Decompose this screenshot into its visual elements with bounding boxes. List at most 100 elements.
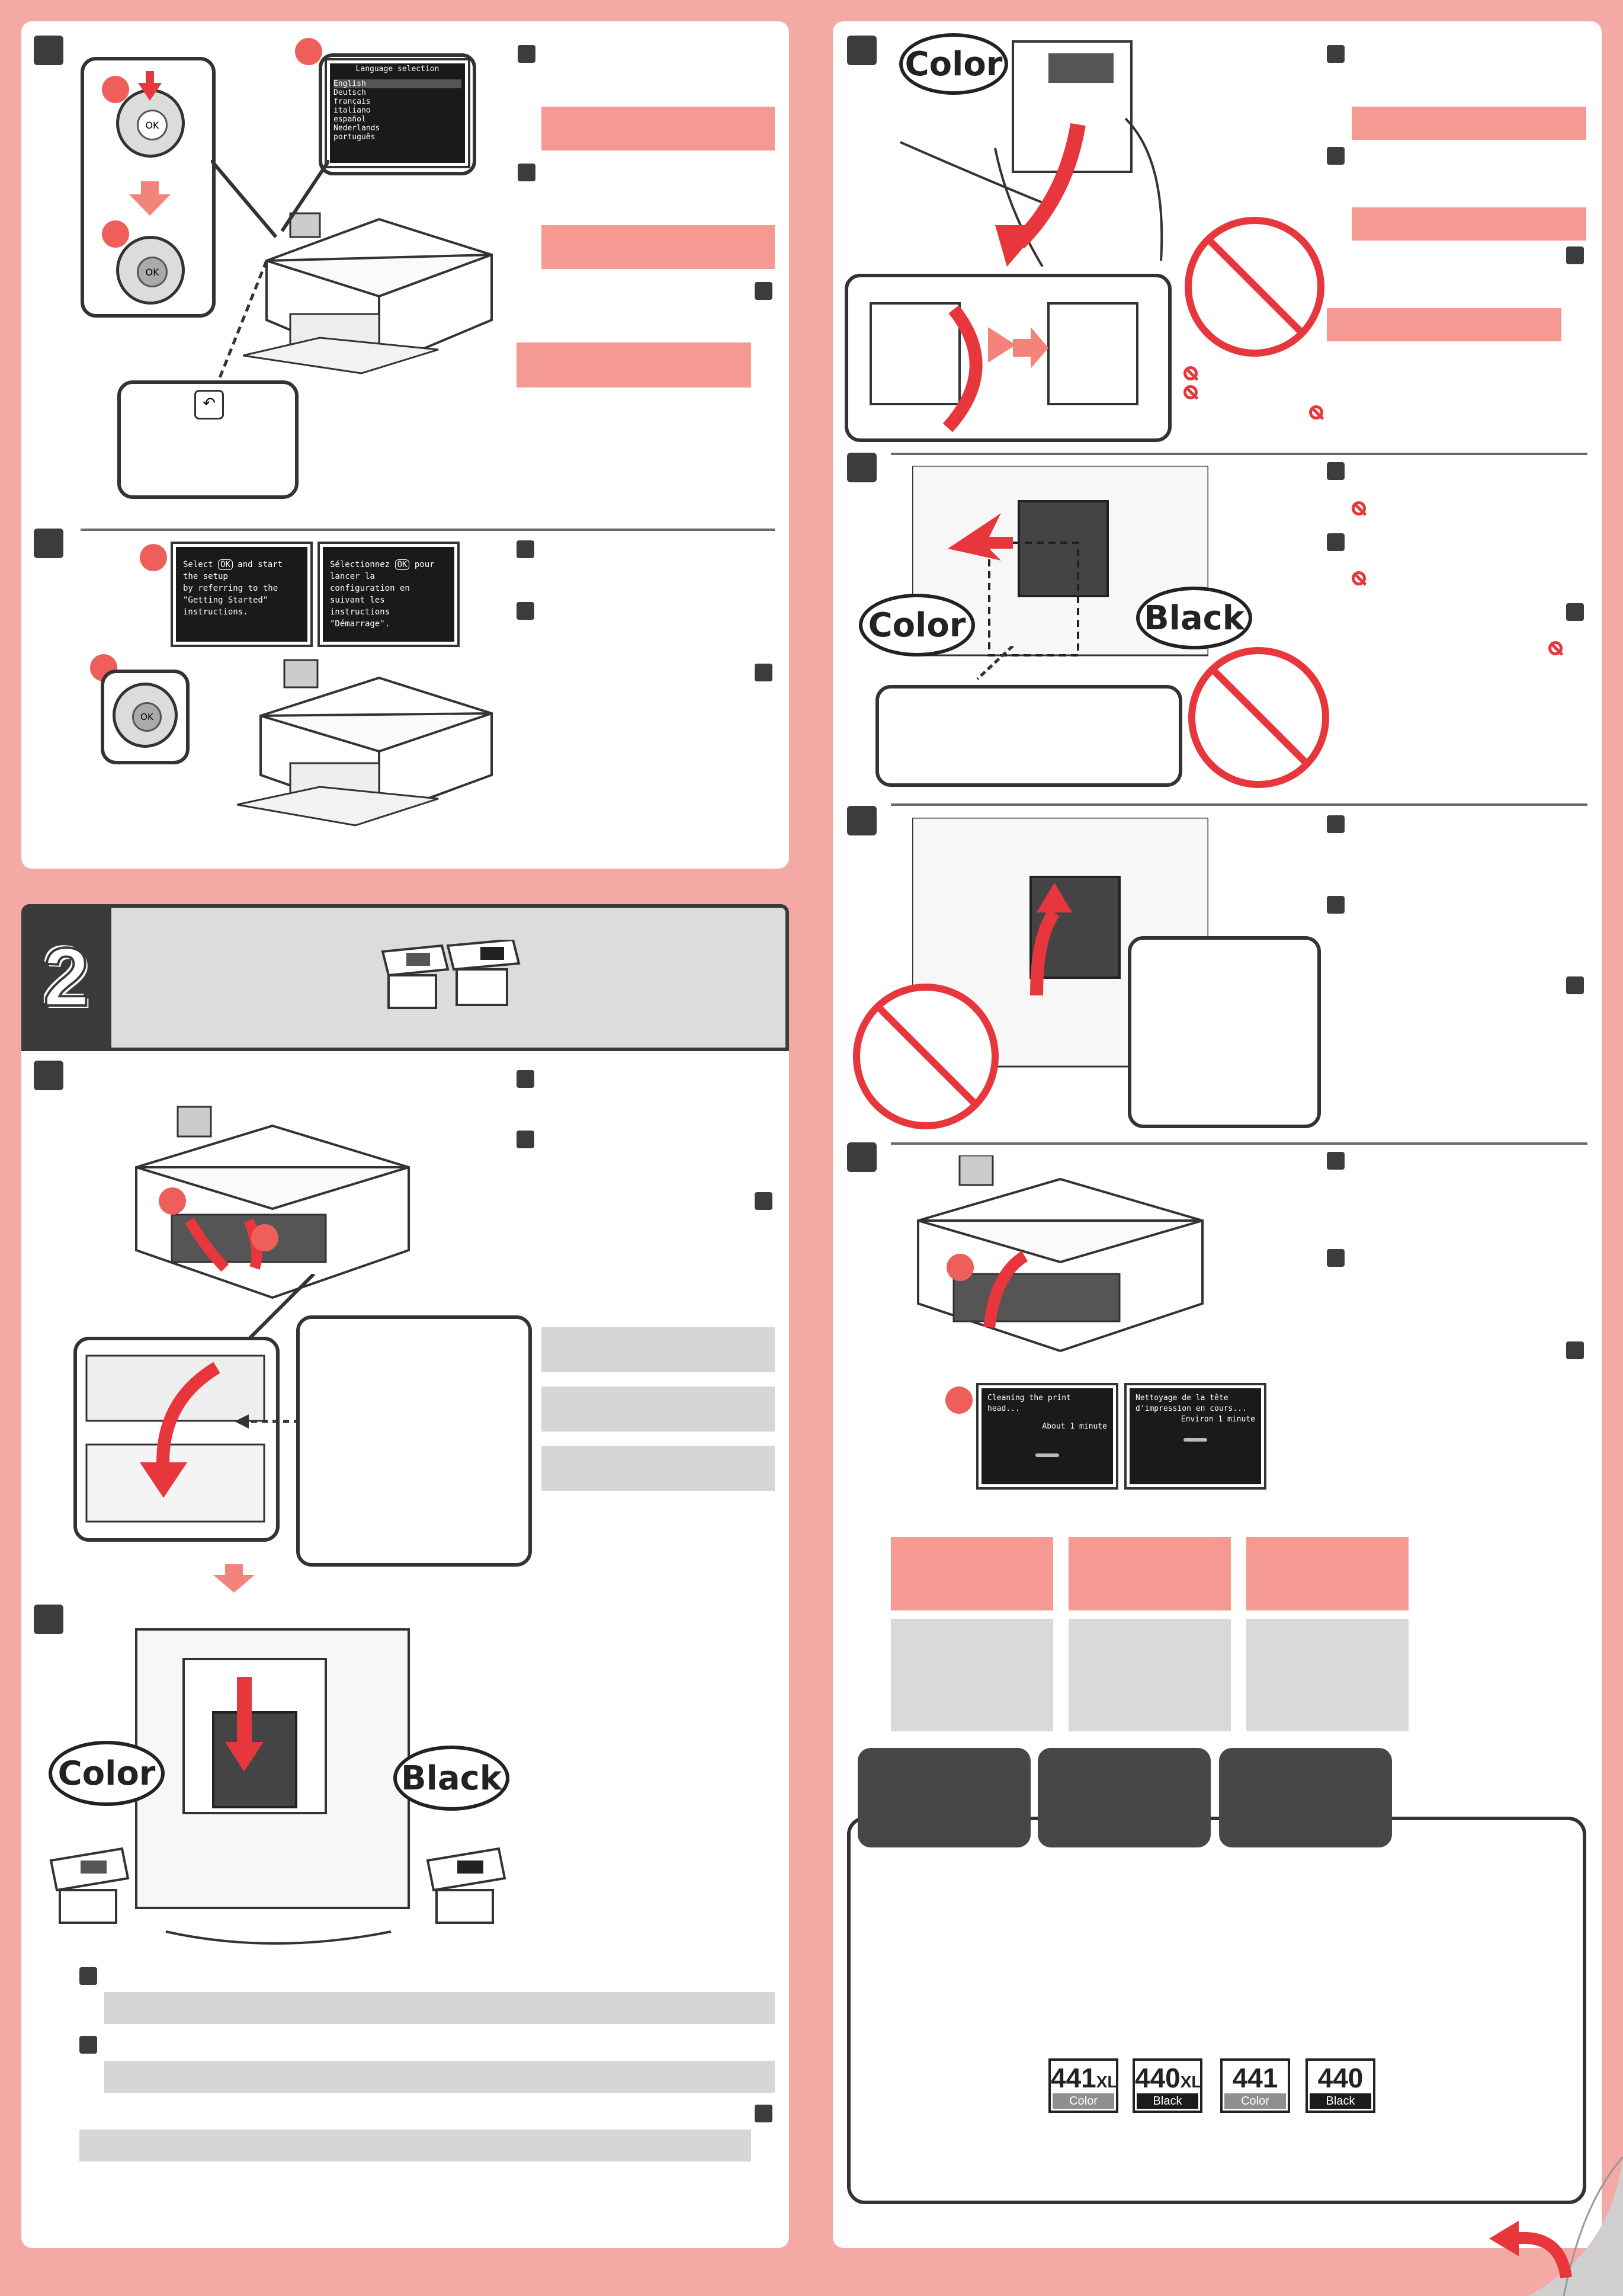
language-item[interactable]: Nederlands bbox=[333, 124, 380, 133]
section-divider bbox=[891, 1142, 1587, 1145]
language-item[interactable]: English bbox=[333, 79, 461, 88]
prohibited-icon bbox=[1188, 647, 1329, 788]
step-dot bbox=[159, 1187, 186, 1215]
setup-text: "Getting Started" instructions. bbox=[183, 595, 268, 617]
note-marker bbox=[755, 2105, 772, 2122]
language-item[interactable]: français bbox=[333, 97, 371, 106]
note-marker bbox=[79, 1967, 97, 1985]
cleaning-text: Cleaning the print head... bbox=[987, 1394, 1071, 1413]
info-box bbox=[847, 1817, 1586, 2204]
ok-button-icon: OK bbox=[394, 559, 410, 570]
language-item[interactable]: Deutsch bbox=[333, 88, 366, 97]
note-callout bbox=[296, 1315, 532, 1567]
step-marker bbox=[847, 1142, 877, 1172]
back-icon: ↶ bbox=[194, 390, 224, 420]
note-marker bbox=[1327, 147, 1345, 165]
step-marker bbox=[847, 36, 877, 65]
note-marker bbox=[1327, 896, 1345, 914]
page-turn-arrow-icon[interactable] bbox=[1489, 2221, 1572, 2280]
note-marker bbox=[517, 602, 534, 620]
ok-button-icon: OK bbox=[218, 559, 233, 570]
ink-cartridge-icon bbox=[381, 940, 521, 1009]
highlight-bar bbox=[1352, 107, 1586, 140]
color-label: Color bbox=[859, 594, 975, 657]
cartridge-black-icon bbox=[426, 1847, 506, 1924]
note-marker bbox=[1327, 45, 1345, 63]
step-marker bbox=[847, 806, 877, 835]
language-title: Language selection bbox=[355, 65, 440, 73]
cartridge-install-illustration bbox=[135, 1628, 410, 1945]
note-callout bbox=[875, 685, 1182, 787]
ink-badge: 440 Black bbox=[1306, 2058, 1375, 2113]
info-tab bbox=[1219, 1748, 1392, 1847]
color-label: Color bbox=[899, 33, 1008, 95]
ink-number: 440 bbox=[1135, 2063, 1181, 2093]
ink-badge: 441 Color bbox=[1220, 2058, 1290, 2113]
cartridge-tape-illustration bbox=[900, 40, 1163, 267]
ok-button-icon: OK bbox=[137, 257, 168, 287]
printer-close-illustration bbox=[917, 1155, 1204, 1353]
highlight-bar bbox=[541, 225, 775, 269]
prohibited-small-icon bbox=[1548, 641, 1563, 655]
note-marker bbox=[1566, 976, 1584, 994]
prohibited-icon bbox=[853, 984, 999, 1129]
language-item[interactable]: italiano bbox=[333, 106, 371, 115]
arrow-down-icon bbox=[213, 1564, 255, 1593]
step-dot bbox=[102, 220, 129, 248]
cleaning-screen-en: Cleaning the print head... About 1 minut… bbox=[976, 1383, 1118, 1490]
prohibited-small-icon bbox=[1309, 405, 1323, 420]
language-screen: Language selection English Deutsch franç… bbox=[325, 58, 470, 168]
printer-open-illustration bbox=[135, 1106, 410, 1299]
table-header-cell bbox=[891, 1537, 1053, 1610]
callout-pointer bbox=[211, 160, 329, 238]
prohibited-icon bbox=[1185, 217, 1324, 357]
note-marker bbox=[517, 1070, 534, 1088]
ink-label: Black bbox=[1310, 2093, 1371, 2109]
setup-text: pour lancer la bbox=[330, 560, 435, 581]
ok-button-icon: OK bbox=[137, 110, 168, 140]
cartridge-color-icon bbox=[49, 1847, 130, 1924]
cleaning-text: About 1 minute bbox=[1042, 1422, 1107, 1431]
prohibited-small-icon bbox=[1352, 501, 1366, 515]
info-bar bbox=[104, 1992, 775, 2024]
dotted-pointer bbox=[217, 261, 268, 380]
step-marker bbox=[34, 529, 63, 558]
step-dot bbox=[102, 76, 129, 103]
section-number: 2 bbox=[42, 929, 91, 1024]
info-bar bbox=[541, 1446, 775, 1491]
setup-text: configuration en suivant les bbox=[330, 584, 410, 605]
ink-badge: 440XL Black bbox=[1133, 2058, 1202, 2113]
note-marker bbox=[755, 664, 772, 681]
color-label: Color bbox=[49, 1741, 165, 1806]
keypad: OK bbox=[113, 683, 178, 748]
ink-badge: 441XL Color bbox=[1048, 2058, 1118, 2113]
setup-text: Select bbox=[183, 560, 219, 569]
step-dot bbox=[140, 544, 167, 571]
note-marker bbox=[518, 164, 535, 181]
language-item[interactable]: español bbox=[333, 115, 366, 124]
prohibited-small-icon bbox=[1183, 366, 1198, 380]
cleaning-text: d'impression en cours... bbox=[1136, 1404, 1247, 1413]
step-marker bbox=[847, 453, 877, 482]
setup-text: and start the setup bbox=[183, 560, 283, 581]
step-dot bbox=[251, 1224, 278, 1251]
ink-label: Black bbox=[1137, 2093, 1198, 2109]
note-marker bbox=[1327, 533, 1345, 551]
table-cell bbox=[891, 1619, 1053, 1731]
note-marker bbox=[517, 540, 534, 558]
language-item[interactable]: português bbox=[333, 133, 376, 142]
setup-text: instructions "Démarrage". bbox=[330, 607, 390, 629]
ok-button-icon: OK bbox=[132, 702, 162, 732]
note-marker bbox=[755, 282, 772, 300]
note-marker bbox=[755, 1192, 772, 1210]
black-label: Black bbox=[393, 1746, 509, 1811]
note-marker bbox=[1566, 246, 1584, 264]
dashed-arrow bbox=[235, 1414, 300, 1429]
table-cell bbox=[1069, 1619, 1231, 1731]
note-marker bbox=[518, 45, 535, 63]
prohibited-small-icon bbox=[1183, 385, 1198, 399]
tape-removal-detail bbox=[870, 302, 1138, 433]
note-marker bbox=[1566, 1341, 1584, 1359]
progress-indicator bbox=[1035, 1453, 1059, 1457]
setup-screen-en: Select OK and start the setup by referri… bbox=[171, 542, 313, 647]
